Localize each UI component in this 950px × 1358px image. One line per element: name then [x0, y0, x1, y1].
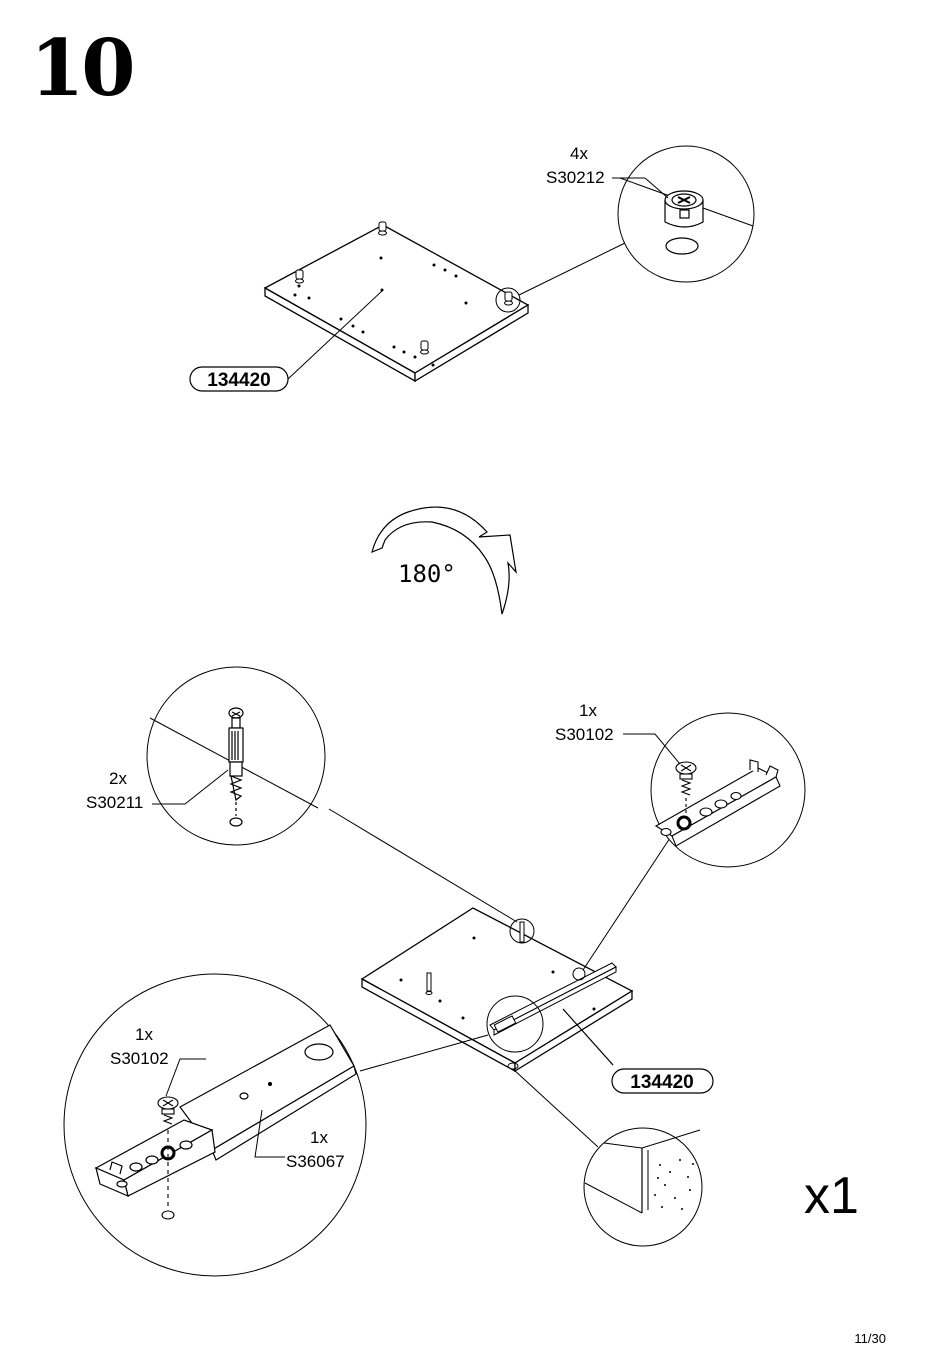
qty-label: 4x [570, 144, 588, 163]
leader-s36067 [254, 1109, 285, 1158]
magnifier-screw-right [650, 712, 806, 868]
quantity-multiplier: x1 [804, 1167, 859, 1225]
qty-label: 2x [109, 769, 127, 788]
magnifier-dowel [146, 666, 326, 846]
leader-s30102-left [165, 1058, 206, 1097]
leader-rail [359, 1034, 489, 1072]
top-panel [263, 221, 530, 383]
dowel-icon [228, 707, 244, 827]
part-label: S30212 [546, 168, 605, 187]
leader-dowel [328, 808, 518, 923]
qty-label: 1x [310, 1128, 328, 1147]
leader-s30102-right [623, 733, 681, 765]
part-label: S30211 [86, 793, 143, 812]
bottom-panel [360, 907, 634, 1073]
qty-label: 1x [579, 701, 597, 720]
leader-s30211 [152, 769, 229, 805]
part-label: S36067 [286, 1152, 345, 1171]
leader-top-detail [518, 242, 626, 296]
page-number: 11/30 [854, 1331, 886, 1346]
part-label: S30102 [110, 1049, 169, 1068]
screw-icon [157, 1096, 179, 1220]
cam-lock-icon [664, 190, 704, 255]
magnifier-top [617, 145, 755, 283]
leader-edge [512, 1068, 599, 1148]
rotate-arrow-icon [371, 506, 517, 615]
part-number-text: 134420 [207, 370, 270, 391]
step-number: 10 [30, 23, 136, 114]
rotation-label: 180° [398, 560, 456, 588]
part-label: S30102 [555, 725, 614, 744]
magnifier-edge [583, 1127, 703, 1247]
screw-icon [675, 761, 697, 818]
leader-part-top [287, 290, 383, 380]
qty-label: 1x [135, 1025, 153, 1044]
part-number-badge: 134420 [189, 366, 289, 392]
leader-screw-right [582, 837, 671, 971]
magnifier-rail [63, 973, 367, 1277]
part-number-text: 134420 [630, 1072, 693, 1093]
part-number-badge: 134420 [611, 1068, 714, 1094]
